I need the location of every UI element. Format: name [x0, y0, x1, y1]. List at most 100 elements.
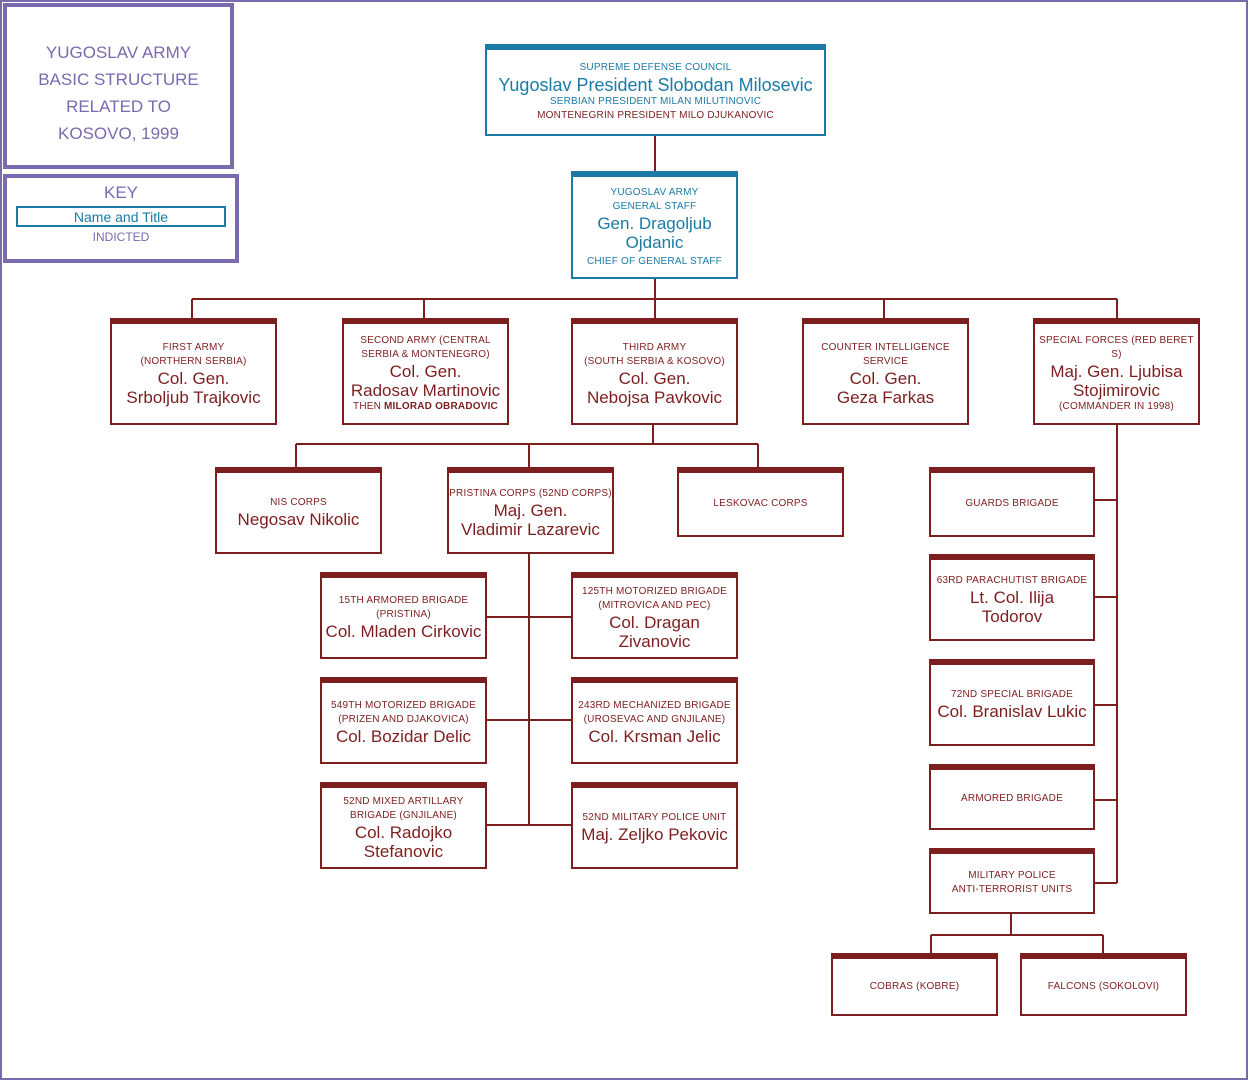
key-box: KEY Name and Title INDICTED — [3, 174, 239, 263]
52nd-artillery-brigade-box: 52ND MIXED ARTILLARY BRIGADE (GNJILANE) … — [320, 782, 487, 869]
72nd-special-brigade-box: 72ND SPECIAL BRIGADE Col. Branislav Luki… — [929, 659, 1095, 746]
key-sample-box: Name and Title — [16, 206, 226, 227]
node-title: 549TH MOTORIZED BRIGADE — [331, 700, 476, 711]
node-title: LESKOVAC CORPS — [713, 498, 808, 509]
node-title: (NORTHERN SERBIA) — [140, 355, 247, 367]
node-name: Negosav Nikolic — [237, 510, 360, 529]
52nd-military-police-box: 52ND MILITARY POLICE UNIT Maj. Zeljko Pe… — [571, 782, 738, 869]
node-title: MILITARY POLICE — [968, 870, 1056, 881]
node-title: (PRISTINA) — [376, 609, 431, 620]
node-name: Maj. Gen. — [493, 500, 568, 520]
node-name: Nebojsa Pavkovic — [586, 387, 723, 407]
node-subtitle: MONTENEGRIN PRESIDENT MILO DJUKANOVIC — [537, 110, 774, 121]
node-name: Col. Krsman Jelic — [588, 727, 721, 746]
node-title: 63RD PARACHUTIST BRIGADE — [936, 574, 1088, 586]
supreme-defense-council-box: SUPREME DEFENSE COUNCIL Yugoslav Preside… — [485, 44, 826, 136]
node-title: 72ND SPECIAL BRIGADE — [950, 689, 1073, 700]
node-name: Stefanovic — [363, 841, 444, 861]
armored-brigade-box: ARMORED BRIGADE — [929, 764, 1095, 830]
node-title: (SOUTH SERBIA & KOSOVO) — [584, 355, 725, 367]
node-name: Col. Gen. — [157, 368, 230, 388]
node-title: SERBIA & MONTENEGRO) — [361, 348, 490, 360]
549th-motorized-brigade-box: 549TH MOTORIZED BRIGADE (PRIZEN AND DJAK… — [320, 677, 487, 764]
title-line-1: YUGOSLAV ARMY — [45, 43, 192, 62]
node-title: BRIGADE (GNJILANE) — [350, 809, 457, 821]
node-title: SUPREME DEFENSE COUNCIL — [579, 62, 732, 73]
node-name: Col. Branislav Lukic — [937, 702, 1087, 721]
node-name: Col. Gen. — [618, 368, 691, 388]
node-title: SECOND ARMY (CENTRAL — [360, 334, 491, 346]
node-name: Zivanovic — [618, 631, 691, 651]
node-name: Ojdanic — [625, 232, 684, 252]
node-subtitle: MILORAD OBRADOVIC — [384, 400, 498, 412]
first-army-box: FIRST ARMY (NORTHERN SERBIA) Col. Gen. S… — [110, 318, 277, 425]
node-name: Maj. Gen. Ljubisa — [1050, 361, 1183, 381]
243rd-mechanized-brigade-box: 243RD MECHANIZED BRIGADE (UROSEVAC AND G… — [571, 677, 738, 764]
node-name: Yugoslav President Slobodan Milosevic — [498, 75, 813, 95]
node-title: COBRAS (KOBRE) — [869, 980, 960, 992]
node-title: FIRST ARMY — [162, 341, 225, 353]
node-subtitle: CHIEF OF GENERAL STAFF — [587, 255, 722, 267]
node-title: FALCONS (SOKOLOVI) — [1047, 980, 1160, 992]
third-army-box: THIRD ARMY (SOUTH SERBIA & KOSOVO) Col. … — [571, 318, 738, 425]
leskovac-corps-box: LESKOVAC CORPS — [677, 467, 844, 537]
node-title: 52ND MILITARY POLICE UNIT — [582, 812, 727, 823]
15th-armored-brigade-box: 15TH ARMORED BRIGADE (PRISTINA) Col. Mla… — [320, 572, 487, 659]
guards-brigade-box: GUARDS BRIGADE — [929, 467, 1095, 537]
node-title: YUGOSLAV ARMY — [610, 186, 699, 198]
key-indicted-label: INDICTED — [92, 230, 150, 244]
node-title: NIS CORPS — [270, 497, 327, 508]
key-heading: KEY — [103, 183, 139, 202]
node-subtitle: THEN — [353, 400, 382, 412]
node-name: Col. Gen. — [389, 361, 462, 381]
node-subtitle: SERBIAN PRESIDENT MILAN MILUTINOVIC — [549, 96, 762, 107]
node-title: GENERAL STAFF — [612, 200, 697, 212]
node-name: Radosav Martinovic — [350, 380, 501, 400]
node-name: Srboljub Trajkovic — [126, 387, 261, 407]
node-title: (UROSEVAC AND GNJILANE) — [583, 714, 726, 725]
node-name: Col. Bozidar Delic — [335, 727, 472, 746]
cobras-box: COBRAS (KOBRE) — [831, 953, 998, 1016]
node-name: Lt. Col. Ilija — [969, 587, 1055, 607]
node-name: Col. Radojko — [354, 822, 453, 842]
counter-intelligence-box: COUNTER INTELLIGENCE SERVICE Col. Gen. G… — [802, 318, 969, 425]
node-title: (PRIZEN AND DJAKOVICA) — [338, 714, 469, 725]
node-title: ARMORED BRIGADE — [961, 793, 1063, 804]
node-title: 125TH MOTORIZED BRIGADE — [582, 585, 727, 597]
node-name: Stojimirovic — [1073, 380, 1160, 400]
node-name: Col. Gen. — [849, 368, 922, 388]
title-line-4: KOSOVO, 1999 — [58, 124, 179, 143]
node-title: PRISTINA CORPS (52ND CORPS) — [449, 487, 612, 499]
military-police-anti-terrorist-box: MILITARY POLICE ANTI-TERRORIST UNITS — [929, 848, 1095, 914]
node-title: SPECIAL FORCES (RED BERET S) — [1039, 334, 1194, 360]
node-title: COUNTER INTELLIGENCE SERVICE — [821, 341, 950, 367]
node-name: Col. Mladen Cirkovic — [325, 622, 482, 641]
title-box: YUGOSLAV ARMY BASIC STRUCTURE RELATED TO… — [3, 3, 234, 169]
node-title: 52ND MIXED ARTILLARY — [343, 795, 464, 807]
node-title: (MITROVICA AND PEC) — [598, 599, 711, 611]
second-army-box: SECOND ARMY (CENTRAL SERBIA & MONTENEGRO… — [342, 318, 509, 425]
title-line-3: RELATED TO — [66, 97, 171, 116]
general-staff-box: YUGOSLAV ARMY GENERAL STAFF Gen. Dragolj… — [571, 171, 738, 279]
node-title: 15TH ARMORED BRIGADE — [338, 595, 469, 606]
node-name: Geza Farkas — [836, 387, 935, 407]
node-title: GUARDS BRIGADE — [965, 498, 1059, 509]
node-name: Vladimir Lazarevic — [461, 519, 600, 539]
node-title: 243RD MECHANIZED BRIGADE — [578, 700, 731, 711]
node-name: Maj. Zeljko Pekovic — [581, 825, 728, 844]
node-name: Todorov — [981, 606, 1043, 626]
63rd-parachutist-brigade-box: 63RD PARACHUTIST BRIGADE Lt. Col. Ilija … — [929, 554, 1095, 641]
special-forces-box: SPECIAL FORCES (RED BERET S) Maj. Gen. L… — [1033, 318, 1200, 425]
pristina-corps-box: PRISTINA CORPS (52ND CORPS) Maj. Gen. Vl… — [447, 467, 614, 554]
node-title: THIRD ARMY — [622, 341, 687, 353]
node-subtitle: (COMMANDER IN 1998) — [1059, 400, 1174, 412]
node-name: Gen. Dragoljub — [597, 213, 712, 233]
node-name: Col. Dragan — [609, 612, 700, 632]
title-line-2: BASIC STRUCTURE — [38, 70, 199, 89]
falcons-box: FALCONS (SOKOLOVI) — [1020, 953, 1187, 1016]
nis-corps-box: NIS CORPS Negosav Nikolic — [215, 467, 382, 554]
125th-motorized-brigade-box: 125TH MOTORIZED BRIGADE (MITROVICA AND P… — [571, 572, 738, 659]
node-title: ANTI-TERRORIST UNITS — [951, 884, 1073, 895]
